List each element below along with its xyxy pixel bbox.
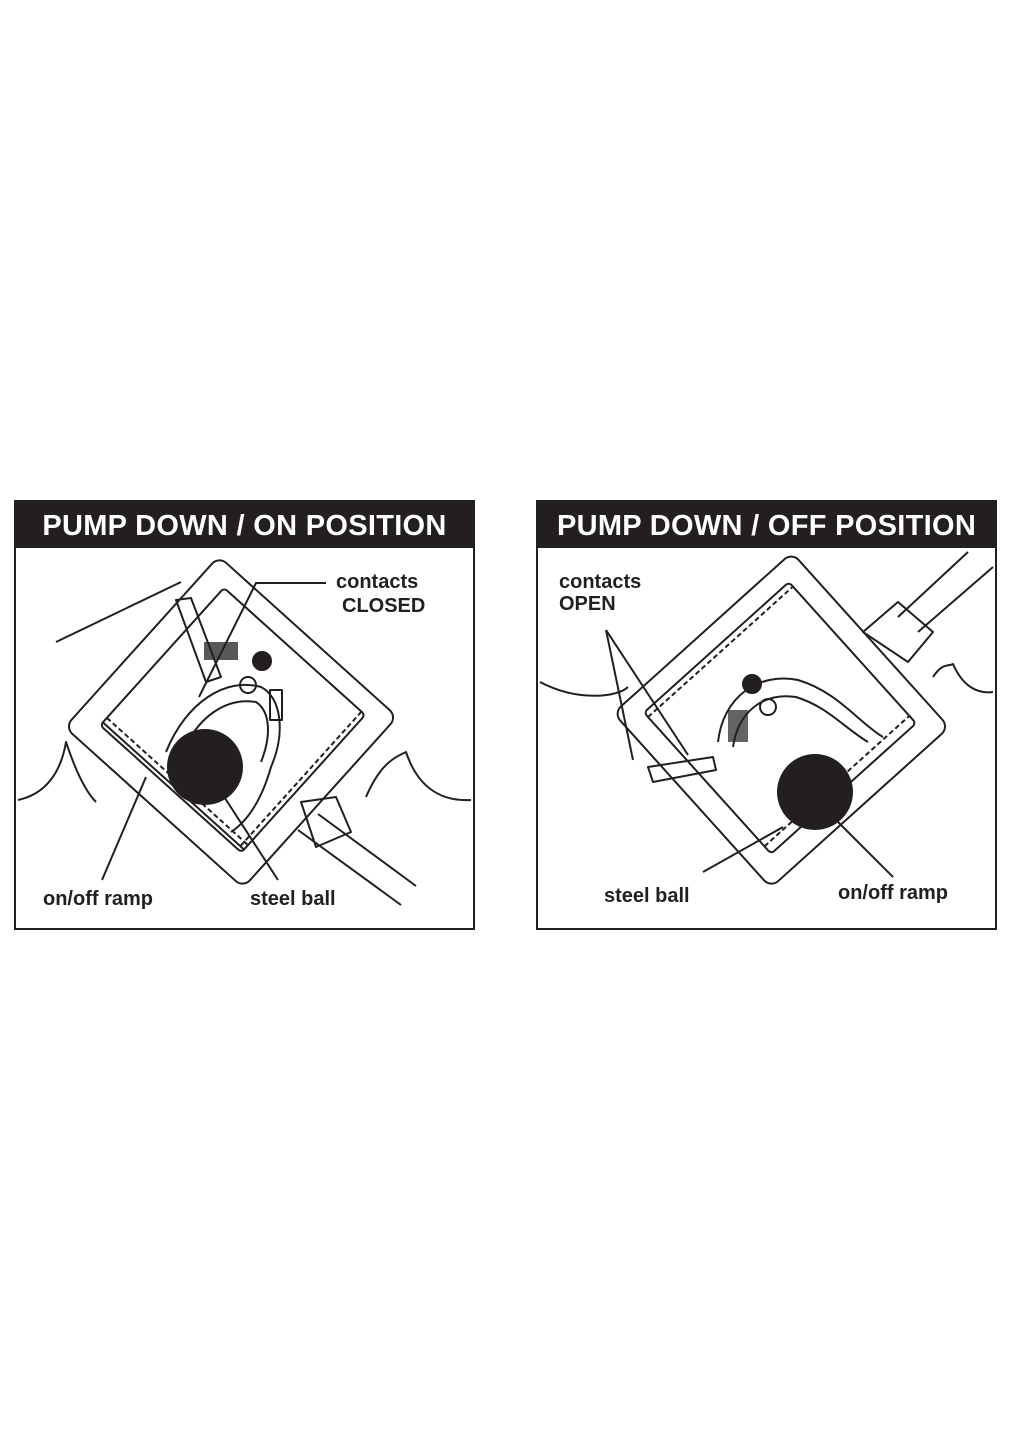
- water-surface: [17, 741, 472, 803]
- lever-arm: [647, 756, 717, 783]
- contacts-label: contacts: [336, 571, 419, 593]
- contacts-state-label: CLOSED: [342, 595, 426, 617]
- steel-ball: [167, 729, 243, 805]
- ramp-leader: [837, 821, 894, 878]
- off-position-diagram: [539, 551, 994, 885]
- on-position-diagram: [17, 559, 472, 906]
- ball-label: steel ball: [250, 888, 336, 910]
- pipe-upper: [55, 581, 182, 643]
- contact-spring: [728, 710, 748, 742]
- contacts-label: contacts: [559, 571, 642, 593]
- panel-title: PUMP DOWN / OFF POSITION: [538, 502, 995, 548]
- pivot: [239, 676, 257, 694]
- on-position-panel: PUMP DOWN / ON POSITION contacts CLOSED …: [14, 500, 475, 930]
- switch-housing: [616, 555, 947, 885]
- panel-title: PUMP DOWN / ON POSITION: [16, 502, 473, 548]
- pivot: [759, 698, 777, 716]
- float-shaft: [297, 796, 417, 906]
- cam-track: [165, 683, 281, 833]
- lever-arm: [175, 597, 222, 683]
- contacts-leader: [198, 582, 326, 698]
- contact-pin: [252, 651, 272, 671]
- steel-ball: [777, 754, 853, 830]
- contact-pin: [742, 674, 762, 694]
- ball-label: steel ball: [604, 885, 690, 907]
- ramp-label: on/off ramp: [838, 882, 948, 904]
- off-position-panel: PUMP DOWN / OFF POSITION contacts OPEN s…: [536, 500, 997, 930]
- ramp-label: on/off ramp: [43, 888, 153, 910]
- ball-leader: [220, 791, 279, 881]
- ball-leader: [702, 826, 784, 873]
- bracket: [269, 689, 283, 721]
- water-surface: [539, 663, 994, 697]
- contacts-leader: [605, 629, 689, 761]
- contacts-state-label: OPEN: [559, 593, 616, 615]
- ramp-leader: [101, 776, 147, 881]
- float-shaft: [862, 551, 994, 663]
